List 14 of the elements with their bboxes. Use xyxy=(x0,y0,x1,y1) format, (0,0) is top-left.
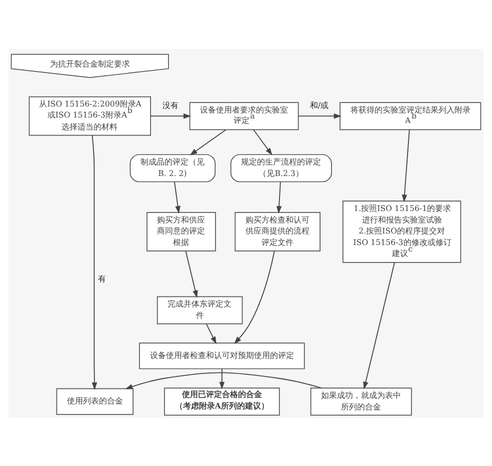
arrow xyxy=(206,323,216,344)
arrow xyxy=(253,128,272,155)
arrow xyxy=(402,128,410,202)
arrow xyxy=(219,368,225,389)
arrow xyxy=(363,262,395,389)
arrow xyxy=(185,250,198,298)
arrow xyxy=(92,134,98,390)
arrow xyxy=(174,180,180,214)
arrow xyxy=(298,112,342,118)
arrow xyxy=(125,372,322,389)
arrow xyxy=(150,112,192,118)
arrow xyxy=(190,128,226,155)
arrow xyxy=(234,250,275,344)
arrow xyxy=(276,180,282,214)
